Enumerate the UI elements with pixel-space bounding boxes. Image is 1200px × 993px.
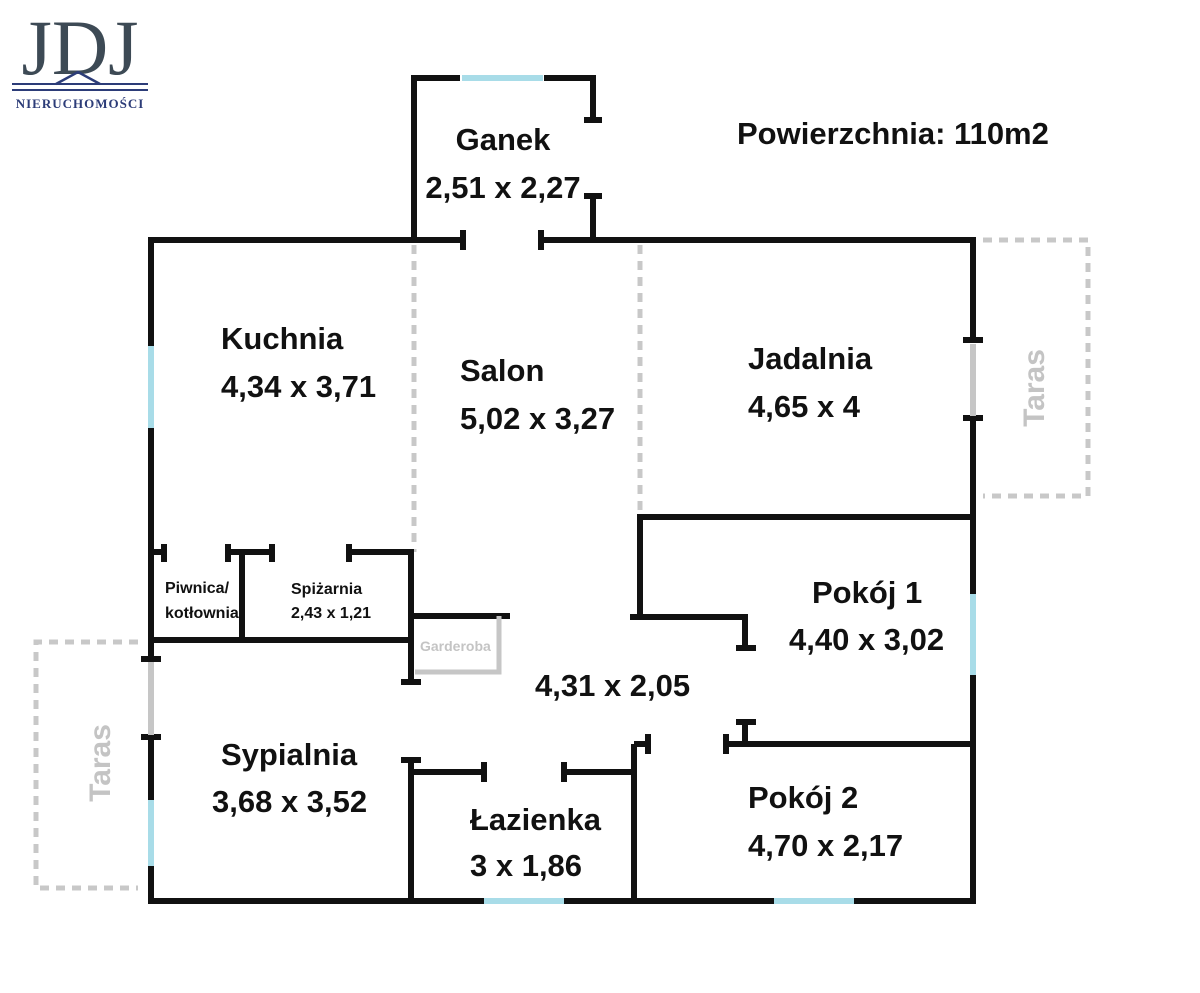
room-size: 3,68 x 3,52	[212, 784, 367, 819]
room-name: Salon	[460, 353, 544, 388]
logo-roof-icon	[55, 70, 101, 86]
room-sypialnia: Sypialnia 3,68 x 3,52	[212, 737, 367, 819]
room-piwnica: Piwnica/ kotłownia	[165, 580, 239, 622]
room-size: 2,43 x 1,21	[291, 605, 371, 622]
garderoba-outline	[415, 616, 502, 675]
room-jadalnia: Jadalnia 4,65 x 4	[748, 341, 873, 424]
room-pokoj-2: Pokój 2 4,70 x 2,17	[748, 780, 903, 863]
total-area-label: Powierzchnia: 110m2	[737, 116, 1049, 151]
room-spizarnia: Spiżarnia 2,43 x 1,21	[291, 581, 371, 622]
room-name: Ganek	[456, 122, 552, 157]
room-kuchnia: Kuchnia 4,34 x 3,71	[221, 321, 376, 404]
room-name: Piwnica/	[165, 580, 230, 597]
room-pokoj-1: Pokój 1 4,40 x 3,02	[789, 575, 944, 657]
company-logo: JDJ NIERUCHOMOŚCI	[12, 4, 148, 111]
room-size: 2,51 x 2,27	[425, 170, 580, 205]
room-size: 4,65 x 4	[748, 389, 861, 424]
terrace-west-label: Taras	[84, 724, 117, 802]
room-name: Spiżarnia	[291, 581, 362, 598]
room-name: Łazienka	[470, 802, 602, 837]
terrace-east: Taras	[983, 237, 1091, 499]
room-name: Pokój 2	[748, 780, 858, 815]
room-size: 4,40 x 3,02	[789, 622, 944, 657]
room-name: Kuchnia	[221, 321, 344, 356]
room-name: Pokój 1	[812, 575, 922, 610]
room-garderoba: Garderoba	[420, 638, 491, 654]
windows	[148, 75, 976, 904]
room-ganek: Ganek 2,51 x 2,27	[425, 122, 580, 205]
room-name: Sypialnia	[221, 737, 358, 772]
room-size: 5,02 x 3,27	[460, 401, 615, 436]
room-size: 4,34 x 3,71	[221, 369, 376, 404]
room-lazienka: Łazienka 3 x 1,86	[470, 802, 602, 883]
room-size: 3 x 1,86	[470, 848, 582, 883]
room-hall: 4,31 x 2,05	[535, 668, 690, 703]
room-salon: Salon 5,02 x 3,27	[460, 353, 615, 436]
room-size: 4,31 x 2,05	[535, 668, 690, 703]
terrace-east-label: Taras	[1018, 349, 1051, 427]
terrace-west: Taras	[33, 639, 138, 891]
logo-letters: JDJ	[21, 4, 138, 91]
logo-tagline: NIERUCHOMOŚCI	[16, 96, 145, 111]
room-name-line-2: kotłownia	[165, 605, 239, 622]
room-size: 4,70 x 2,17	[748, 828, 903, 863]
room-name: Garderoba	[420, 638, 491, 654]
room-name: Jadalnia	[748, 341, 873, 376]
